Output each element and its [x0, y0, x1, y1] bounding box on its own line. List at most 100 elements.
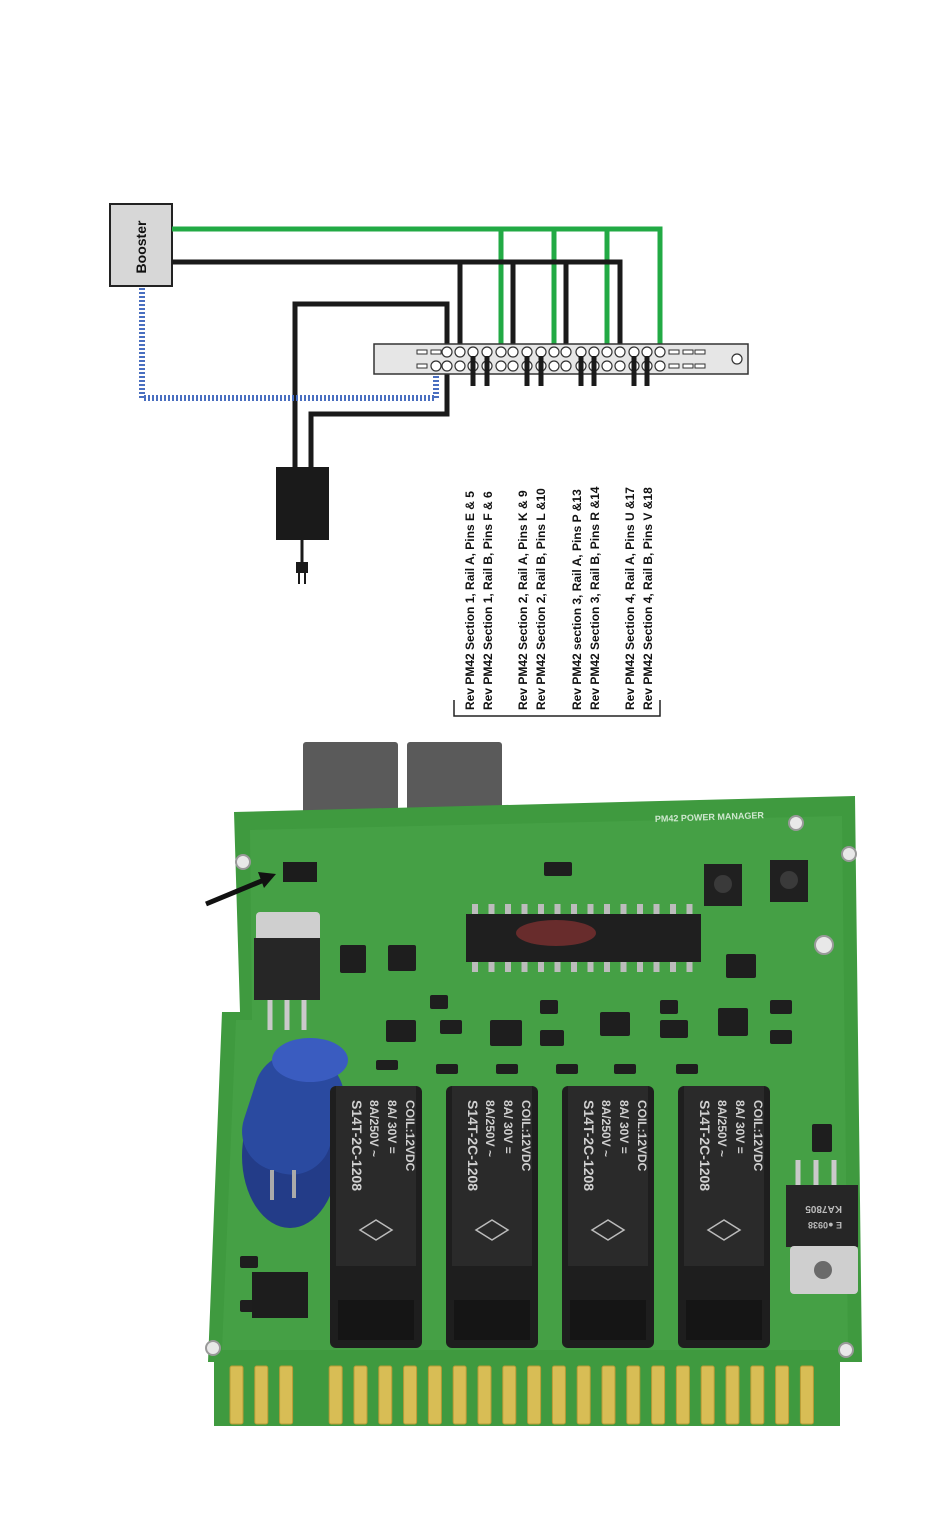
regulator-2-legs [795, 1160, 837, 1185]
strip-pin [454, 360, 466, 372]
section-label-5: Rev PM42 section 3, Rail A, Pins P &13 [570, 489, 584, 710]
chip-pin [521, 962, 528, 972]
chip-pin [653, 904, 660, 914]
relay-marking: COIL:12VDC [751, 1100, 765, 1172]
smd-part [490, 1020, 522, 1046]
capacitor-top [272, 1038, 348, 1082]
smd-part [436, 1064, 458, 1074]
green-wires [172, 226, 663, 350]
relay-marking: 8A/ 30V = [501, 1100, 515, 1154]
gold-finger [725, 1365, 740, 1425]
strip-pin [654, 346, 666, 358]
chip-pin [587, 904, 594, 914]
chip-pin [505, 962, 511, 972]
chip-pin [554, 904, 561, 914]
relay-marking: 8A/250V ~ [483, 1100, 497, 1157]
strip-pin [548, 346, 560, 358]
strip-pin [467, 346, 479, 358]
mount-hole-4 [814, 935, 834, 955]
strip-pin [668, 363, 680, 369]
relay-marking: S14T-2C-1208 [581, 1100, 597, 1191]
relay-label-area [336, 1086, 416, 1266]
strip-pin [654, 360, 666, 372]
gold-finger [651, 1365, 666, 1425]
chip-pin [670, 962, 676, 972]
chip-pin [604, 904, 610, 914]
section-labels: Rev PM42 Section 1, Rail A, Pins E & 5 R… [453, 486, 661, 717]
black-bus-wire [172, 259, 623, 350]
strip-pin [682, 363, 694, 369]
relay-marking: 8A/250V ~ [367, 1100, 381, 1157]
strip-pin [560, 346, 572, 358]
capacitor-legs [270, 1170, 296, 1200]
smd-part [556, 1064, 578, 1074]
relay-marking: S14T-2C-1208 [465, 1100, 481, 1191]
gold-finger [626, 1365, 641, 1425]
strip-pin [668, 349, 680, 355]
gold-finger [452, 1365, 467, 1425]
relay-logo-icon [590, 1219, 626, 1241]
edge-connector [229, 1365, 814, 1425]
bridge-rectifier [252, 1272, 308, 1318]
smd-part [386, 1020, 416, 1042]
section-label-8: Rev PM42 Section 4, Rail B, Pins V &18 [641, 487, 655, 710]
chip-pin [538, 962, 544, 972]
label-bracket [453, 700, 661, 717]
gold-finger [576, 1365, 591, 1425]
green-bus-wire [172, 226, 663, 350]
gold-finger [775, 1365, 790, 1425]
section-label-7: Rev PM42 Section 4, Rail A, Pins U &17 [623, 487, 637, 710]
regulator-legs [267, 1000, 307, 1030]
arrow-head-icon [258, 872, 276, 888]
strip-pin [601, 360, 613, 372]
chip-pin [653, 962, 660, 972]
gold-finger [477, 1365, 492, 1425]
gold-finger [353, 1365, 368, 1425]
gold-finger [254, 1365, 269, 1425]
power-wire-b [308, 368, 450, 468]
regulator-2-body [786, 1185, 858, 1247]
relay-label-area [568, 1086, 648, 1266]
chip-pin [488, 962, 495, 972]
section-label-4: Rev PM42 Section 2, Rail B, Pins L &10 [534, 488, 548, 710]
strip-pin [641, 346, 653, 358]
adapter-body [276, 467, 329, 540]
chip-pin [472, 962, 478, 972]
gold-finger [403, 1365, 418, 1425]
strip-pin [507, 346, 519, 358]
gold-finger [279, 1365, 294, 1425]
booster-unit: Booster [109, 203, 173, 287]
jumper-stubs [470, 356, 650, 386]
plug-prongs [298, 573, 306, 584]
strip-pin [481, 346, 493, 358]
mount-hole-5 [205, 1340, 221, 1356]
chip-pin [604, 962, 610, 972]
power-wire-a [292, 301, 450, 468]
regulator-2-hole [814, 1261, 832, 1279]
booster-label: Booster [133, 220, 149, 273]
relay-marking: S14T-2C-1208 [349, 1100, 365, 1191]
strip-pin [694, 363, 706, 369]
strip-pin [682, 349, 694, 355]
relay-logo-icon [706, 1219, 742, 1241]
pcb-board: PM42 POWER MANAGER [205, 742, 862, 1426]
smd-part [540, 1030, 564, 1046]
smd-part [726, 954, 756, 978]
chip-pin [571, 904, 577, 914]
relay-marking: 8A/250V ~ [599, 1100, 613, 1157]
strip-pin [521, 346, 533, 358]
smd-components [240, 862, 832, 1312]
mount-hole-1 [235, 854, 251, 870]
smd-part [600, 1012, 630, 1036]
smd-part [388, 945, 416, 971]
smd-part [770, 1000, 792, 1014]
regulator-2-marking: KA7805 [805, 1203, 842, 1214]
strip-pin [694, 349, 706, 355]
relay-marking: S14T-2C-1208 [697, 1100, 713, 1191]
chip-pin [538, 904, 544, 914]
strip-pin [614, 346, 626, 358]
strip-pin [441, 346, 453, 358]
smd-part [660, 1000, 678, 1014]
